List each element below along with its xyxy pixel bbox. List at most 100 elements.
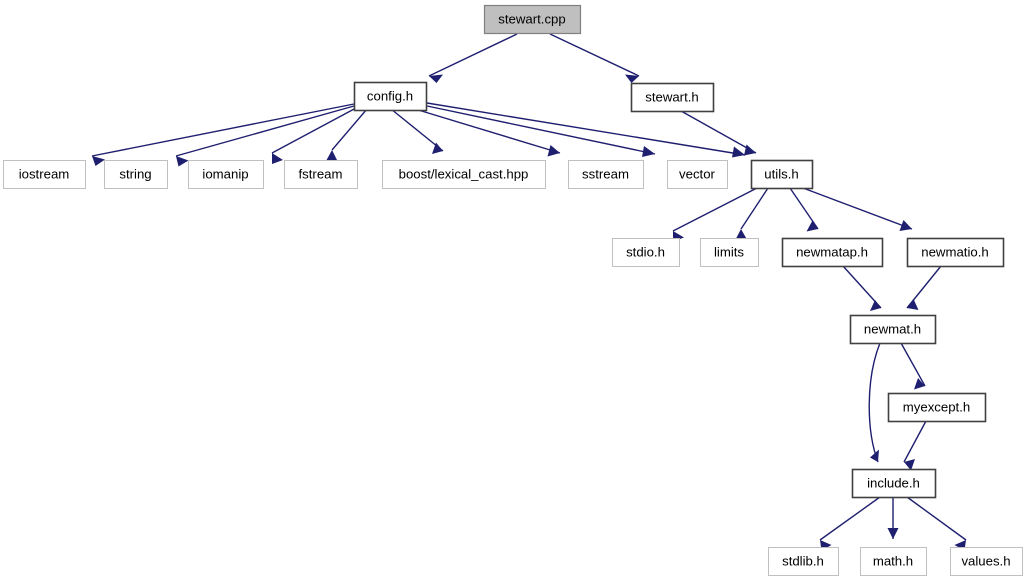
node-label: config.h	[367, 88, 413, 103]
node-newmat_h[interactable]: newmat.h	[849, 314, 937, 345]
node-box[interactable]	[382, 160, 546, 189]
node-layer: stewart.cpp config.h stewart.h iostream stri…	[3, 4, 1023, 576]
node-label: include.h	[867, 475, 920, 490]
edge-line	[868, 342, 881, 463]
node-box[interactable]	[568, 160, 644, 189]
node-box[interactable]	[906, 237, 1005, 268]
arrowhead-icon	[870, 449, 879, 462]
node-iostream[interactable]: iostream	[3, 160, 86, 189]
edge-line	[903, 420, 927, 463]
edge-include_h-to-values_h	[906, 496, 967, 551]
node-values_h[interactable]: values.h	[950, 547, 1023, 576]
node-label: vector	[679, 166, 716, 181]
node-box[interactable]	[353, 81, 428, 112]
edge-line	[428, 33, 518, 77]
edge-line	[426, 102, 746, 156]
arrowhead-icon	[732, 146, 745, 158]
node-box[interactable]	[630, 82, 715, 113]
node-label: fstream	[299, 166, 343, 181]
arrowhead-icon	[806, 220, 818, 232]
arrowhead-icon	[432, 142, 443, 154]
node-box[interactable]	[950, 547, 1023, 576]
arrowhead-icon	[914, 378, 925, 390]
node-myexcept_h[interactable]: myexcept.h	[887, 392, 987, 423]
node-stdlib_h[interactable]: stdlib.h	[768, 547, 839, 576]
edge-newmatio_h-to-newmat_h	[906, 265, 942, 310]
node-utils_h[interactable]: utils.h	[750, 159, 814, 190]
node-newmatio_h[interactable]: newmatio.h	[906, 237, 1005, 268]
arrowhead-icon	[547, 145, 560, 157]
edge-line	[900, 342, 926, 387]
node-stewart_cpp[interactable]: stewart.cpp	[483, 4, 582, 35]
node-box[interactable]	[667, 160, 728, 189]
edge-newmatap_h-to-newmat_h	[842, 265, 882, 311]
arrowhead-icon	[429, 74, 443, 83]
arrowhead-icon	[744, 144, 756, 156]
edge-line	[672, 187, 758, 232]
node-label: sstream	[582, 166, 629, 181]
node-iomanip[interactable]: iomanip	[188, 160, 264, 189]
arrowhead-icon	[326, 150, 338, 162]
edge-stewart_cpp-to-stewart_h	[549, 33, 640, 83]
node-label: string	[119, 166, 151, 181]
edge-utils_h-to-newmatio_h	[802, 187, 913, 231]
node-label: limits	[714, 244, 744, 259]
edge-stewart_h-to-utils_h	[680, 110, 757, 156]
edge-line	[91, 103, 355, 157]
node-box[interactable]	[483, 4, 582, 35]
node-include_h[interactable]: include.h	[851, 468, 937, 499]
edge-config_h-to-string	[175, 105, 355, 167]
node-box[interactable]	[750, 159, 814, 190]
node-fstream[interactable]: fstream	[284, 160, 358, 189]
node-box[interactable]	[851, 468, 937, 499]
node-limits[interactable]: limits	[700, 238, 759, 267]
node-box[interactable]	[188, 160, 264, 189]
node-box[interactable]	[3, 160, 86, 189]
node-box[interactable]	[612, 238, 680, 267]
node-box[interactable]	[860, 547, 927, 576]
edge-line	[906, 496, 967, 541]
node-vector[interactable]: vector	[667, 160, 728, 189]
edge-config_h-to-sstream	[414, 108, 561, 157]
node-label: newmatap.h	[796, 244, 868, 259]
node-label: myexcept.h	[903, 399, 970, 414]
edge-line	[414, 108, 561, 154]
node-string[interactable]: string	[104, 160, 168, 189]
node-label: boost/lexical_cast.hpp	[399, 166, 529, 181]
node-label: stewart.h	[645, 89, 699, 104]
edge-newmat_h-to-myexcept_h	[900, 342, 926, 390]
node-stdio_h[interactable]: stdio.h	[612, 238, 680, 267]
node-boost_lexical[interactable]: boost/lexical_cast.hpp	[382, 160, 546, 189]
node-box[interactable]	[849, 314, 937, 345]
node-label: stewart.cpp	[498, 11, 565, 26]
node-box[interactable]	[768, 547, 839, 576]
node-math_h[interactable]: math.h	[860, 547, 927, 576]
edge-config_h-to-utils_h	[426, 102, 746, 158]
node-box[interactable]	[887, 392, 987, 423]
node-box[interactable]	[284, 160, 358, 189]
node-label: newmat.h	[864, 321, 921, 336]
edge-include_h-to-stdlib_h	[819, 496, 881, 551]
node-box[interactable]	[700, 238, 759, 267]
edge-layer	[91, 33, 967, 551]
arrowhead-icon	[904, 459, 915, 471]
node-sstream[interactable]: sstream	[568, 160, 644, 189]
edge-line	[802, 187, 913, 230]
node-box[interactable]	[781, 237, 884, 268]
arrowhead-icon	[642, 146, 655, 157]
node-label: math.h	[873, 553, 913, 568]
node-label: utils.h	[764, 166, 798, 181]
edge-utils_h-to-newmatap_h	[789, 187, 819, 232]
edge-line	[331, 108, 368, 151]
arrowhead-icon	[272, 153, 283, 164]
edge-line	[740, 187, 769, 230]
edge-line	[271, 107, 357, 154]
node-config_h[interactable]: config.h	[353, 81, 428, 112]
edge-line	[426, 105, 656, 155]
edge-config_h-to-boost_lexical	[390, 108, 444, 154]
node-stewart_h[interactable]: stewart.h	[630, 82, 715, 113]
node-box[interactable]	[104, 160, 168, 189]
edge-line	[680, 110, 757, 154]
node-newmatap_h[interactable]: newmatap.h	[781, 237, 884, 268]
